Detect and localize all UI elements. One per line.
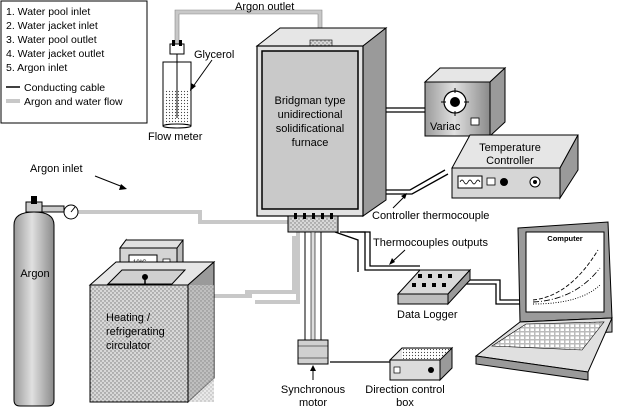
computer-label: Computer: [547, 234, 582, 243]
flow-lines: [70, 10, 322, 304]
motor-label-line2: motor: [299, 397, 327, 409]
arrowhead: [119, 184, 127, 190]
legend-item: 4. Water jacket outlet: [6, 48, 104, 60]
power-switch-icon: [470, 117, 480, 126]
variac-label: Variac: [430, 121, 461, 133]
legend: 1. Water pool inlet 2. Water jacket inle…: [0, 0, 148, 124]
legend-flow: Argon and water flow: [24, 96, 123, 108]
legend-item: 2. Water jacket inlet: [6, 20, 98, 32]
thermocouple-arrow: [392, 195, 406, 209]
arrowhead: [401, 193, 407, 199]
argon-inlet-label: Argon inlet: [30, 163, 83, 175]
circulator-label-line2: refrigerating: [106, 326, 165, 338]
controller-thermocouple-label: Controller thermocouple: [372, 210, 489, 222]
cables: [330, 107, 525, 363]
temperature-controller: [451, 134, 579, 200]
circulator-label-line1: Heating /: [106, 312, 151, 324]
furnace-label-line1: Bridgman type: [275, 95, 346, 107]
outputs-arrow: [391, 249, 406, 263]
computer: Computer: [474, 221, 613, 381]
direction-box-label-line2: box: [396, 397, 414, 409]
legend-item: 5. Argon inlet: [6, 62, 67, 74]
argon-label: Argon: [20, 268, 49, 280]
arrowhead: [389, 258, 395, 265]
legend-item: 1. Water pool inlet: [6, 6, 90, 18]
direction-control-box: [388, 346, 454, 382]
argon-outlet-label: Argon outlet: [235, 1, 294, 13]
variac: [423, 66, 507, 138]
furnace: Bridgman type unidirectional solidificat…: [255, 26, 388, 341]
circulator: -10°C: [88, 238, 216, 404]
flow-meter-label: Flow meter: [148, 131, 203, 143]
glycerol-arrow: [191, 59, 213, 89]
controller-label-line1: Temperature: [479, 142, 541, 154]
legend-item: 3. Water pool outlet: [6, 34, 97, 46]
controller-display: [457, 175, 483, 189]
flow-line-outlines: [174, 9, 323, 50]
data-logger: [396, 268, 472, 306]
computer-screen: [525, 231, 605, 313]
data-logger-label: Data Logger: [397, 309, 458, 321]
direction-box-label-line1: Direction control: [365, 384, 444, 396]
furnace-label-line2: unidirectional: [278, 109, 343, 121]
furnace-label-line3: solidificational: [276, 123, 344, 135]
flow-meter: [162, 40, 192, 129]
motor-label-line1: Synchronous: [281, 384, 346, 396]
synchronous-motor: [297, 339, 329, 365]
circulator-label-line3: circulator: [106, 340, 151, 352]
glycerol-label: Glycerol: [194, 49, 234, 61]
furnace-label-line4: furnace: [292, 137, 329, 149]
arrowhead: [310, 365, 316, 371]
arrowhead: [190, 83, 196, 91]
argon-cylinder: [13, 196, 79, 407]
legend-cable: Conducting cable: [24, 82, 105, 94]
thermocouples-outputs-label: Thermocouples outputs: [373, 237, 488, 249]
argon-inlet-arrow: [94, 175, 124, 188]
controller-label-line2: Controller: [486, 155, 534, 167]
